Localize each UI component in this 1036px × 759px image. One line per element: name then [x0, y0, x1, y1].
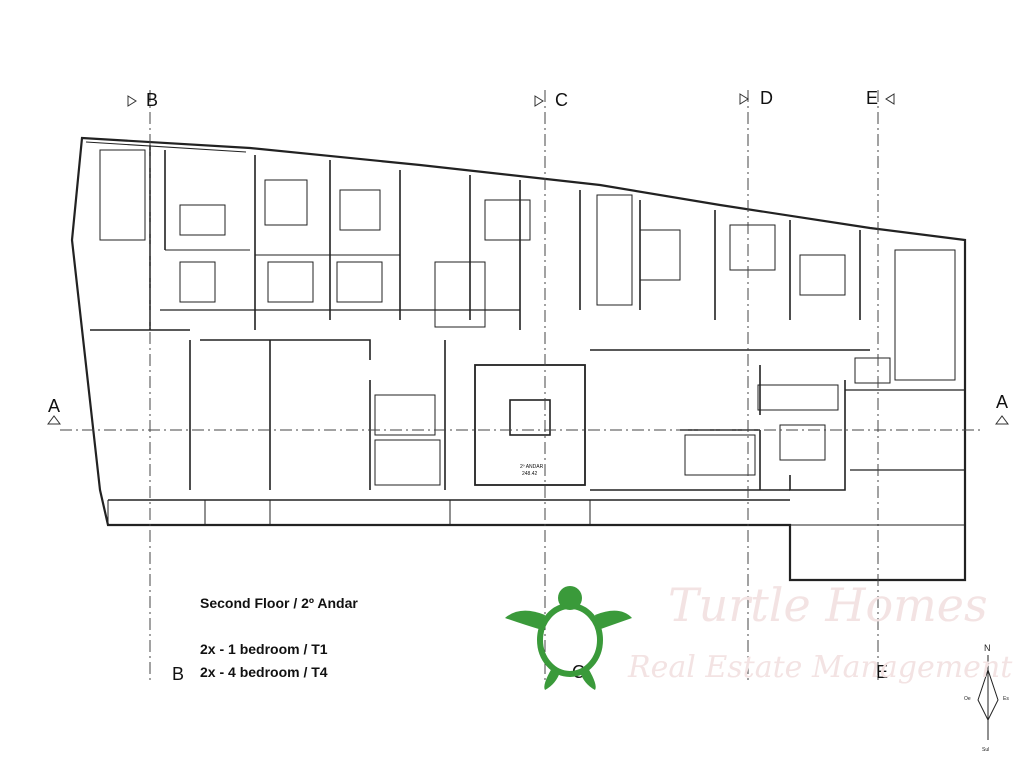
compass-east: Es — [1003, 696, 1009, 702]
floor-caption: Second Floor / 2º Andar — [200, 595, 358, 611]
compass-north: N — [984, 643, 991, 653]
section-mark-b-top: B — [146, 90, 158, 110]
turtle-logo — [505, 586, 632, 690]
unit-count-t1: 2x - 1 bedroom / T1 — [200, 641, 328, 657]
watermark-tagline: Real Estate Management — [628, 650, 1013, 685]
section-mark-e-bottom: E — [876, 662, 888, 682]
section-mark-c-top: C — [555, 90, 568, 110]
stair-floor-label: 2º ANDAR — [520, 464, 544, 470]
section-mark-e-top: E — [866, 88, 878, 108]
section-mark-a-right: A — [996, 392, 1008, 412]
stair-level-label: 248.42 — [522, 471, 538, 477]
compass-south: Sul — [982, 747, 989, 753]
compass-west: Oe — [964, 696, 971, 702]
compass-icon — [977, 655, 999, 740]
unit-count-t4: 2x - 4 bedroom / T4 — [200, 664, 328, 680]
section-mark-b-bottom: B — [172, 664, 184, 684]
watermark-title: Turtle Homes — [668, 578, 988, 632]
section-mark-a-left: A — [48, 396, 60, 416]
section-mark-d-top: D — [760, 88, 773, 108]
